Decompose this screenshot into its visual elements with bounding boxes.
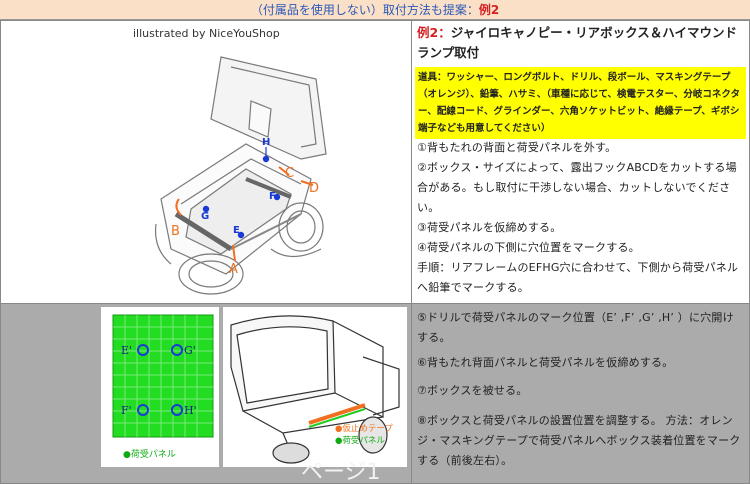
step-8: ⑧ボックスと荷受パネルの設置位置を調整する。 方法：オレンジ・マスキングテープで… xyxy=(417,414,741,467)
title-prefix: （付属品を使用しない）取付方法も提案： xyxy=(250,3,479,17)
label-b: B xyxy=(171,224,180,239)
step-4: ④荷受パネルの下側に穴位置をマークする。 xyxy=(417,241,640,254)
section-title: （付属品を使用しない）取付方法も提案：例2 xyxy=(0,0,750,20)
example-title: ジャイロキャノピー・リアボックス＆ハイマウンドランプ取付 xyxy=(417,25,737,60)
step-5: ⑤ドリルで荷受パネルのマーク位置（E’ ,F’ ,G’ ,H’ ）に穴開けする。 xyxy=(417,311,734,344)
illustration-credit: illustrated by NiceYouShop xyxy=(133,27,280,40)
label-a: A xyxy=(229,262,238,277)
step-3: ③荷受パネルを仮締めする。 xyxy=(417,221,562,234)
steps-list-top: ①背もたれの背面と荷受パネルを外す。 ②ボックス・サイズによって、露出フックAB… xyxy=(417,138,743,298)
label-c: C xyxy=(285,166,294,181)
scooter-rear-illustration: A B C D E F G H xyxy=(154,56,327,295)
step-2: ②ボックス・サイズによって、露出フックABCDをカットする場合がある。もし取付に… xyxy=(417,161,737,214)
tools-list: 道具：ワッシャー、ロングボルト、ドリル、段ボール、マスキングテープ（オレンジ）、… xyxy=(415,67,746,139)
panel-label-g: G' xyxy=(184,344,196,357)
label-e: E xyxy=(233,225,240,236)
instructions-bottom-cell: ⑤ドリルで荷受パネルのマーク位置（E’ ,F’ ,G’ ,H’ ）に穴開けする。… xyxy=(411,303,750,484)
example-heading: 例2：ジャイロキャノピー・リアボックス＆ハイマウンドランプ取付 xyxy=(412,21,749,63)
step-7: ⑦ボックスを被せる。 xyxy=(417,384,528,397)
step-4-method: 手順：リアフレームのEFHG穴に合わせて、下側から荷受パネルへ鉛筆でマークする。 xyxy=(417,261,739,294)
label-d: D xyxy=(309,181,319,196)
panel-label-f: F' xyxy=(121,404,132,417)
steps-list-bottom: ⑤ドリルで荷受パネルのマーク位置（E’ ,F’ ,G’ ,H’ ）に穴開けする。… xyxy=(417,308,743,474)
panel-label-h: H' xyxy=(184,404,197,417)
panel-caption: ●荷受パネル xyxy=(123,448,176,460)
title-highlight: 例2 xyxy=(478,3,500,17)
photo-label-tape: ●仮止めテープ xyxy=(335,423,393,434)
photos-cell: E' G' F' H' ●荷受パネル ●仮止めテープ xyxy=(0,303,412,484)
photo-label-panel: ●荷受パネル xyxy=(335,435,385,446)
label-h: H xyxy=(262,137,270,148)
instructions-top-cell: 例2：ジャイロキャノピー・リアボックス＆ハイマウンドランプ取付 道具：ワッシャー… xyxy=(411,20,750,304)
scooter-box-photo: ●仮止めテープ ●荷受パネル xyxy=(230,315,400,464)
label-g: G xyxy=(201,211,209,222)
label-f: F xyxy=(269,191,276,202)
panel-label-e: E' xyxy=(121,344,132,357)
step-6: ⑥背もたれ背面パネルと荷受パネルを仮締めする。 xyxy=(417,356,674,369)
example-number: 例2： xyxy=(417,25,451,40)
page-watermark: ページ1 xyxy=(301,460,381,484)
green-panel-diagram: E' G' F' H' ●荷受パネル xyxy=(112,314,214,460)
illustration-cell: illustrated by NiceYouShop xyxy=(0,20,412,304)
step-1: ①背もたれの背面と荷受パネルを外す。 xyxy=(417,141,617,154)
